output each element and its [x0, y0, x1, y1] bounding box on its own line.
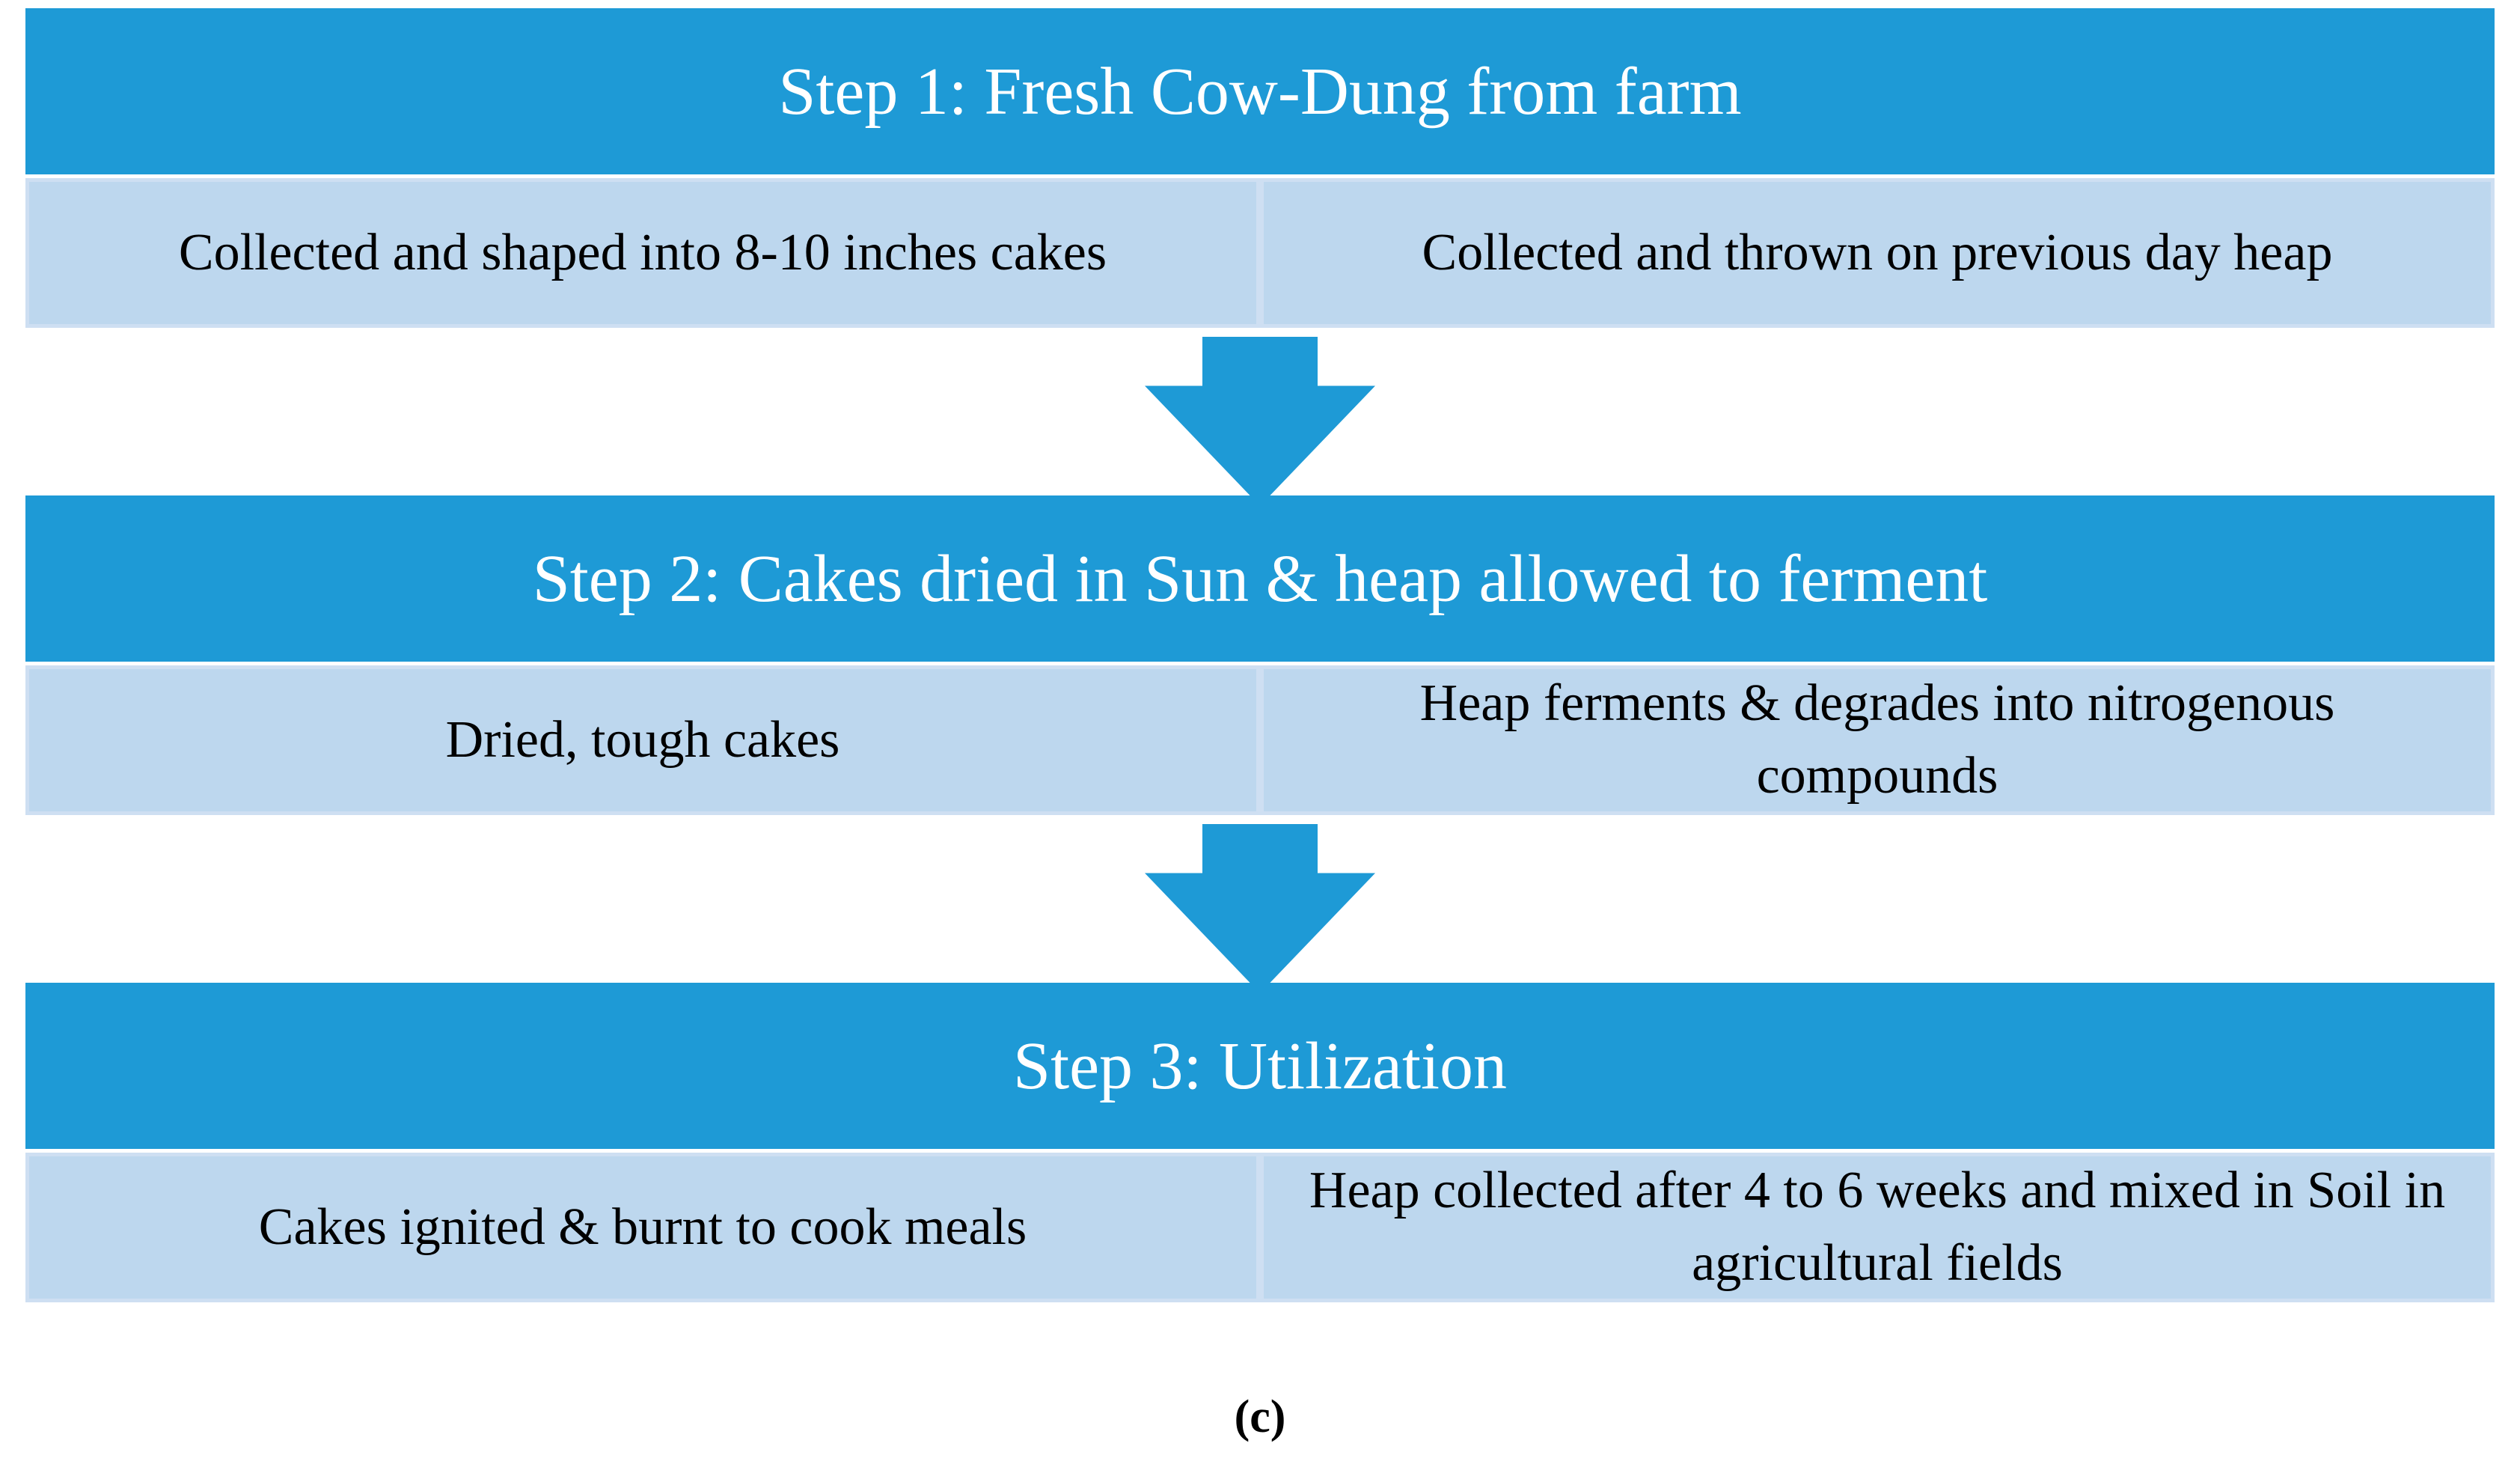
step-3-cell-left: Cakes ignited & burnt to cook meals [25, 1153, 1260, 1302]
step-2-cell-right-text: Heap ferments & degrades into nitrogenou… [1419, 674, 2335, 805]
step-1-section: Step 1: Fresh Cow-Dung from farm Collect… [25, 8, 2495, 328]
step-1-cell-left-text: Collected and shaped into 8-10 inches ca… [178, 223, 1107, 281]
step-2-cell-left: Dried, tough cakes [25, 665, 1260, 815]
figure-caption: (c) [1234, 1391, 1286, 1442]
step-3-title: Step 3: Utilization [1013, 1028, 1507, 1103]
step-1-title: Step 1: Fresh Cow-Dung from farm [778, 54, 1742, 129]
step-3-header: Step 3: Utilization [25, 983, 2495, 1149]
step-2-cell-right: Heap ferments & degrades into nitrogenou… [1260, 665, 2495, 815]
down-arrow-icon [1145, 824, 1375, 993]
step-3-section: Step 3: Utilization Cakes ignited & burn… [25, 983, 2495, 1302]
arrow-1-container [25, 337, 2495, 506]
step-2-section: Step 2: Cakes dried in Sun & heap allowe… [25, 495, 2495, 815]
step-3-cell-right: Heap collected after 4 to 6 weeks and mi… [1260, 1153, 2495, 1302]
step-2-cell-left-text: Dried, tough cakes [445, 710, 840, 769]
step-3-cell-right-text: Heap collected after 4 to 6 weeks and mi… [1309, 1162, 2446, 1292]
step-2-row: Dried, tough cakes Heap ferments & degra… [25, 665, 2495, 815]
arrow-2-container [25, 824, 2495, 993]
down-arrow-icon [1145, 337, 1375, 506]
step-1-cell-right-text: Collected and thrown on previous day hea… [1422, 223, 2333, 281]
step-3-cell-left-text: Cakes ignited & burnt to cook meals [258, 1198, 1027, 1256]
step-1-cell-left: Collected and shaped into 8-10 inches ca… [25, 178, 1260, 328]
step-1-header: Step 1: Fresh Cow-Dung from farm [25, 8, 2495, 174]
step-1-cell-right: Collected and thrown on previous day hea… [1260, 178, 2495, 328]
step-2-header: Step 2: Cakes dried in Sun & heap allowe… [25, 495, 2495, 662]
step-3-row: Cakes ignited & burnt to cook meals Heap… [25, 1153, 2495, 1302]
step-2-title: Step 2: Cakes dried in Sun & heap allowe… [532, 541, 1988, 616]
step-1-row: Collected and shaped into 8-10 inches ca… [25, 178, 2495, 328]
